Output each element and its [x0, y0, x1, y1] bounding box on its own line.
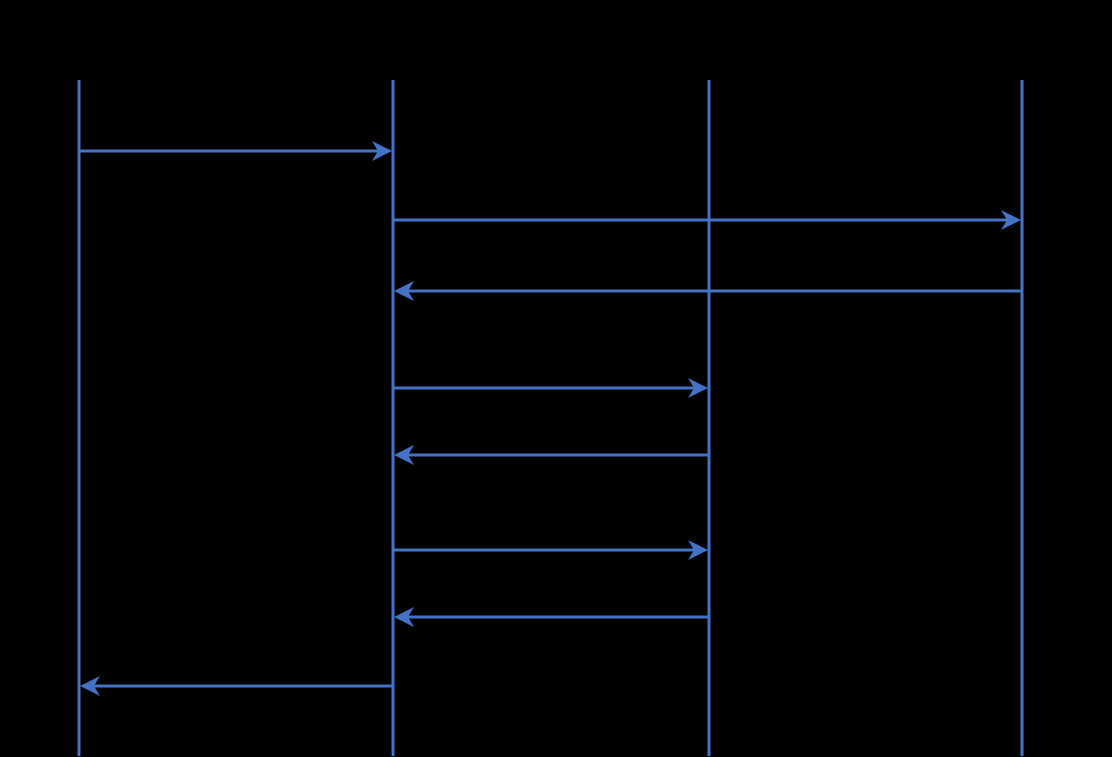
message-3: [394, 281, 1022, 301]
message-2: [393, 210, 1021, 230]
message-6: [393, 540, 708, 560]
message-4: [393, 378, 708, 398]
message-5-arrowhead-icon: [394, 445, 414, 465]
message-3-arrowhead-icon: [394, 281, 414, 301]
message-1: [79, 141, 392, 161]
message-7-arrowhead-icon: [394, 607, 414, 627]
message-5: [394, 445, 709, 465]
message-7: [394, 607, 709, 627]
message-8: [80, 676, 393, 696]
message-8-arrowhead-icon: [80, 676, 100, 696]
message-6-arrowhead-icon: [688, 540, 708, 560]
message-4-arrowhead-icon: [688, 378, 708, 398]
message-2-arrowhead-icon: [1001, 210, 1021, 230]
message-1-arrowhead-icon: [372, 141, 392, 161]
